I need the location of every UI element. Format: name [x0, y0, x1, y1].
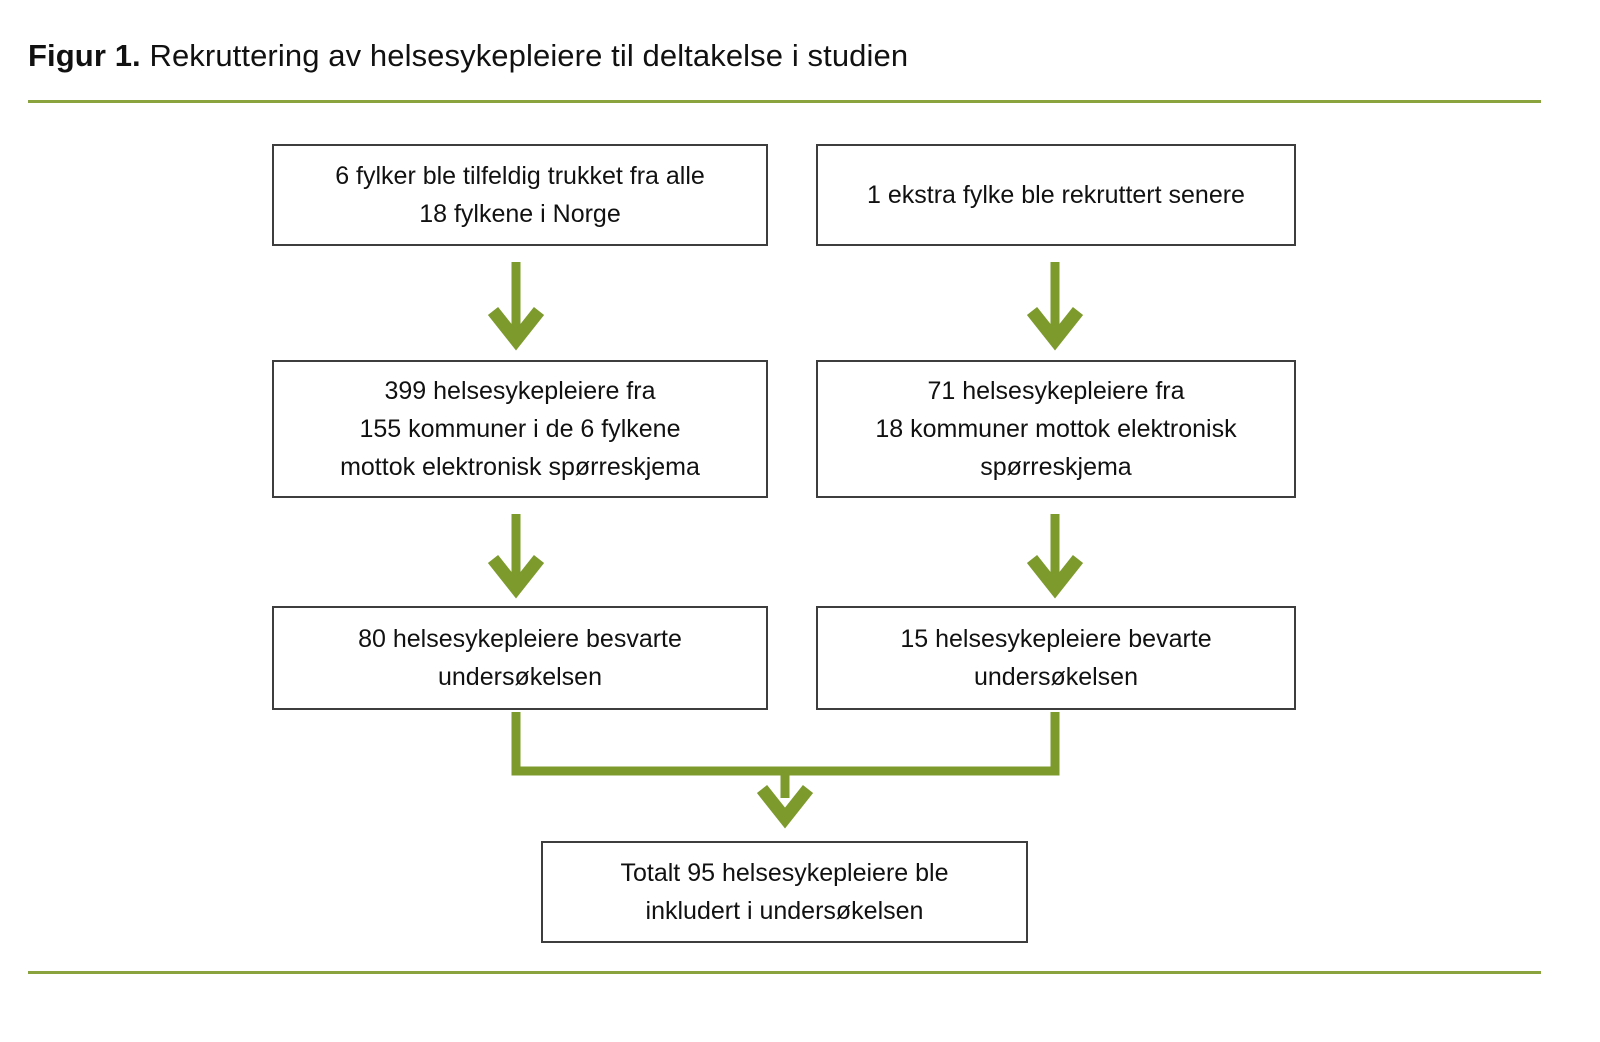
arrowhead-left-2-3: [487, 554, 545, 599]
figure-caption: Rekruttering av helsesykepleiere til del…: [140, 38, 909, 73]
node-right-responders[interactable]: 15 helsesykepleiere bevarte undersøkelse…: [816, 606, 1296, 710]
node-counties-drawn-text: 6 fylker ble tilfeldig trukket fra alle …: [335, 162, 705, 228]
node-total-included-text: Totalt 95 helsesykepleiere ble inkludert…: [620, 859, 949, 925]
node-left-invited[interactable]: 399 helsesykepleiere fra 155 kommuner i …: [272, 360, 768, 498]
node-left-responders-text: 80 helsesykepleiere besvarte undersøkels…: [358, 625, 682, 691]
arrowhead-right-2-3: [1026, 554, 1084, 599]
node-total-included[interactable]: Totalt 95 helsesykepleiere ble inkludert…: [541, 841, 1028, 943]
arrowhead-left-1-2: [487, 306, 545, 351]
node-left-invited-text: 399 helsesykepleiere fra 155 kommuner i …: [340, 377, 700, 481]
top-divider-rule: [28, 100, 1541, 103]
figure-title: Figur 1. Rekruttering av helsesykepleier…: [28, 36, 908, 76]
node-right-invited-text: 71 helsesykepleiere fra 18 kommuner mott…: [875, 377, 1237, 481]
merge-elbow-path: [511, 712, 1060, 776]
figure-number: Figur 1.: [28, 38, 141, 73]
arrowhead-right-1-2: [1026, 306, 1084, 351]
node-extra-county[interactable]: 1 ekstra fylke ble rekruttert senere: [816, 144, 1296, 246]
bottom-divider-rule: [28, 971, 1541, 974]
node-counties-drawn[interactable]: 6 fylker ble tilfeldig trukket fra alle …: [272, 144, 768, 246]
node-left-responders[interactable]: 80 helsesykepleiere besvarte undersøkels…: [272, 606, 768, 710]
node-right-responders-text: 15 helsesykepleiere bevarte undersøkelse…: [900, 625, 1212, 691]
node-right-invited[interactable]: 71 helsesykepleiere fra 18 kommuner mott…: [816, 360, 1296, 498]
node-extra-county-text: 1 ekstra fylke ble rekruttert senere: [867, 181, 1245, 209]
arrowhead-merge-total: [756, 784, 814, 829]
